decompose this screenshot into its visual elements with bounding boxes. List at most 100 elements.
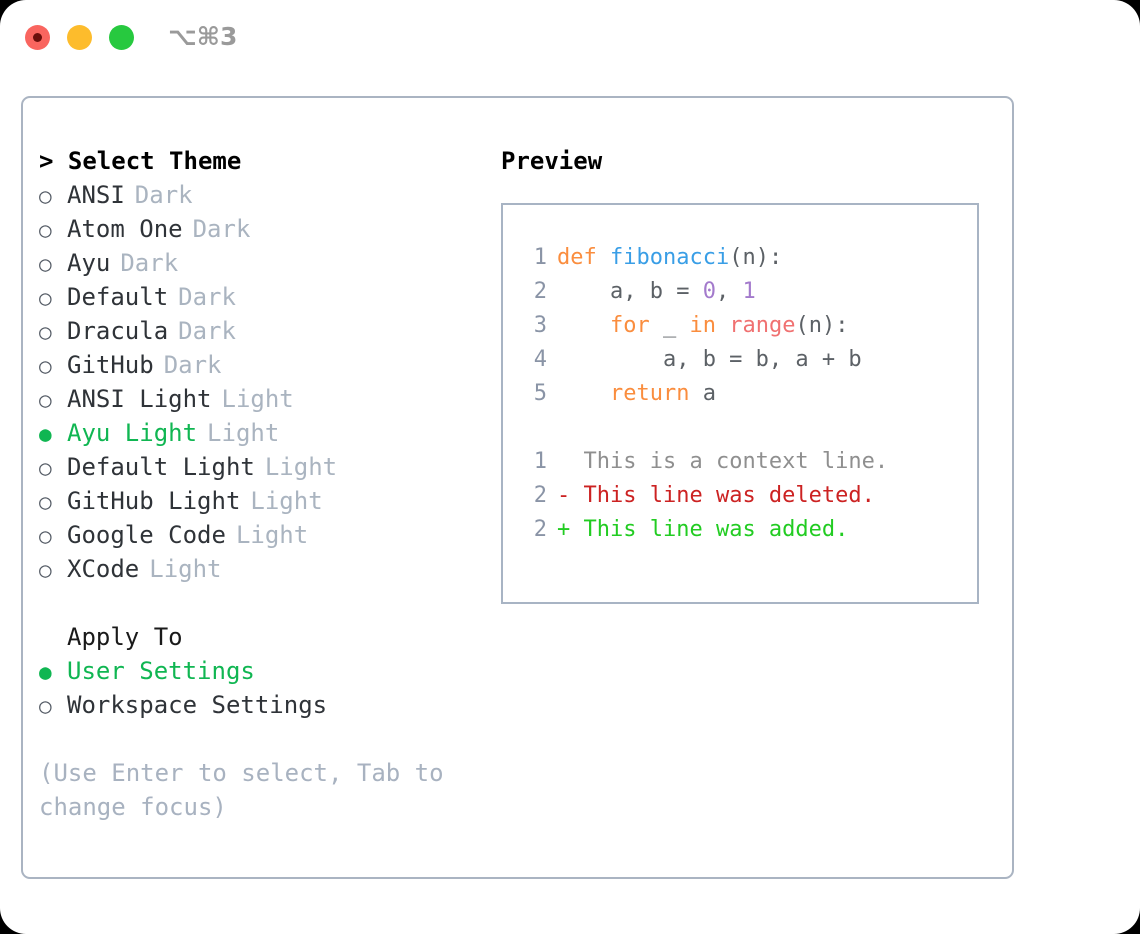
radio-selected-icon: ● [39, 422, 52, 446]
keyboard-shortcut-label: ⌥⌘3 [168, 22, 238, 51]
code-token-kw: for [609, 313, 650, 338]
theme-option-badge: Dark [178, 283, 236, 311]
code-line: 5 return a [503, 377, 977, 411]
diff-line-number: 1 [533, 449, 547, 474]
theme-option-badge: Light [250, 487, 323, 515]
maximize-window-button[interactable] [109, 25, 134, 50]
code-token-txt: a [689, 381, 716, 406]
diff-sign: + [557, 517, 571, 542]
theme-option-label: Ayu [67, 249, 111, 277]
radio-unselected-icon: ○ [39, 524, 52, 548]
theme-option-badge: Light [221, 385, 294, 413]
apply-to-heading: Apply To [67, 623, 183, 651]
radio-unselected-icon: ○ [39, 558, 52, 582]
code-token-call: range [729, 313, 796, 338]
code-token-fn: fibonacci [609, 245, 730, 270]
code-token-punc: (n): [729, 245, 783, 270]
apply-to-list: ● User Settings ○Workspace Settings [39, 654, 489, 722]
diff-gap [570, 517, 583, 542]
diff-line-del: 2- This line was deleted. [503, 479, 977, 513]
theme-option-dracula[interactable]: ○ Dracula Dark [39, 314, 489, 348]
theme-option-ansi-light[interactable]: ○ ANSI Light Light [39, 382, 489, 416]
radio-unselected-icon: ○ [39, 694, 52, 718]
theme-option-google-code[interactable]: ○ Google Code Light [39, 518, 489, 552]
theme-option-label: ANSI [67, 181, 125, 209]
code-token-kw: return [609, 381, 690, 406]
radio-unselected-icon: ○ [39, 286, 52, 310]
code-token-punc: (n): [795, 313, 849, 338]
code-line: 4 a, b = b, a + b [503, 343, 977, 377]
diff-gap [570, 483, 583, 508]
diff-line-add: 2 + This line was added. [503, 513, 977, 547]
theme-option-badge: Dark [178, 317, 236, 345]
code-token-txt [716, 313, 729, 338]
code-token-txt [557, 313, 610, 338]
code-token-txt: a, b = b, a + b [557, 347, 862, 372]
diff-sample: 1 This is a context line.2- This line wa… [503, 445, 977, 547]
theme-option-label: Default Light [67, 453, 255, 481]
apply-to-option-label: User Settings [67, 657, 255, 685]
apply-to-option-workspace-settings[interactable]: ○Workspace Settings [39, 688, 489, 722]
radio-unselected-icon: ○ [39, 218, 52, 242]
code-token-kw: def [557, 245, 610, 270]
theme-option-label: Google Code [67, 521, 226, 549]
minimize-window-button[interactable] [67, 25, 92, 50]
theme-option-label: ANSI Light [67, 385, 212, 413]
radio-unselected-icon: ○ [39, 490, 52, 514]
theme-option-badge: Dark [134, 181, 193, 209]
diff-line-number: 2 [533, 517, 547, 542]
theme-option-default[interactable]: ○ Default Dark [39, 280, 489, 314]
keyboard-hint-text: (Use Enter to select, Tab to change focu… [39, 759, 444, 821]
radio-selected-icon: ● [39, 660, 52, 684]
code-token-num: 1 [742, 279, 756, 304]
code-token-txt: _ [649, 313, 690, 338]
radio-unselected-icon: ○ [39, 456, 52, 480]
close-window-button[interactable] [25, 25, 50, 50]
theme-option-label: Default [67, 283, 169, 311]
theme-option-badge: Light [264, 453, 338, 481]
theme-option-badge: Dark [163, 351, 222, 379]
theme-option-label: XCode [67, 555, 140, 583]
code-line: 3 for _ in range(n): [503, 309, 977, 343]
code-token-txt: , [715, 279, 743, 304]
diff-sign [557, 449, 570, 474]
theme-option-badge: Light [149, 555, 222, 583]
theme-option-default-light[interactable]: ○ Default Light Light [39, 450, 489, 484]
diff-line-number: 2 [533, 483, 547, 508]
apply-to-option-user-settings[interactable]: ● User Settings [39, 654, 489, 688]
code-line-number: 5 [533, 381, 547, 406]
diff-line-ctx: 1 This is a context line. [503, 445, 977, 479]
theme-option-label: GitHub Light [67, 487, 241, 515]
theme-option-label: Dracula [67, 317, 169, 345]
diff-line-text: This line was added. [583, 517, 849, 542]
theme-option-xcode[interactable]: ○ XCode Light [39, 552, 489, 586]
radio-unselected-icon: ○ [39, 184, 52, 208]
code-diff-separator [503, 411, 977, 445]
code-token-txt [557, 381, 610, 406]
theme-option-badge: Light [235, 521, 309, 549]
theme-option-ansi[interactable]: ○ ANSI Dark [39, 178, 489, 212]
radio-unselected-icon: ○ [39, 320, 52, 344]
section-spacer [39, 586, 489, 620]
code-token-kw: in [689, 313, 716, 338]
radio-unselected-icon: ○ [39, 354, 52, 378]
radio-unselected-icon: ○ [39, 388, 52, 412]
title-bar: ⌥⌘3 [0, 0, 1140, 78]
code-line-number: 3 [533, 313, 547, 338]
code-token-txt: a, b = [557, 279, 703, 304]
diff-gap [570, 449, 583, 474]
theme-option-github-light[interactable]: ○ GitHub Light Light [39, 484, 489, 518]
diff-line-text: This line was deleted. [583, 483, 875, 508]
radio-unselected-icon: ○ [39, 252, 52, 276]
